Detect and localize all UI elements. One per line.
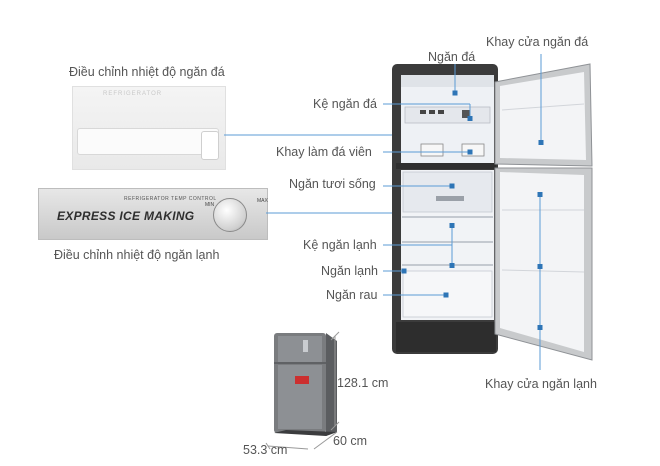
depth-dimension-label: 60 cm <box>333 434 368 448</box>
fridge-door <box>494 167 593 361</box>
fridge-body <box>392 64 498 354</box>
width-dimension-label: 53.3 cm <box>243 443 288 457</box>
fridge-door-tray-label: Khay cửa ngăn lạnh <box>485 377 597 391</box>
control-slider-knob <box>201 131 219 160</box>
freezer-shelf-label: Kệ ngăn đá <box>313 97 377 111</box>
fresh-compartment-label: Ngăn tươi sống <box>289 177 376 191</box>
freezer-label: Ngăn đá <box>428 50 476 64</box>
vegetable-drawer-label: Ngăn rau <box>326 288 378 302</box>
dimension-lines <box>265 331 340 450</box>
height-dimension-label: 128.1 cm <box>337 376 389 390</box>
max-text: MAX <box>257 198 268 204</box>
refrigerator-temp-control-text: REFRIGERATOR TEMP CONTROL <box>124 196 217 202</box>
fridge-temp-control-label: Điều chỉnh nhiệt độ ngăn lạnh <box>54 248 220 262</box>
fridge-compartment-label: Ngăn lạnh <box>321 264 378 278</box>
express-ice-making-text: EXPRESS ICE MAKING <box>57 209 195 223</box>
freezer-door <box>494 63 593 167</box>
small-fridge-image <box>274 333 337 436</box>
ice-tray-label: Khay làm đá viên <box>276 145 372 159</box>
freezer-temp-control-label: Điều chỉnh nhiệt độ ngăn đá <box>69 65 225 79</box>
panel-faded-text: REFRIGERATOR <box>103 91 163 97</box>
temperature-dial-icon <box>213 198 247 232</box>
freezer-control-panel-image: REFRIGERATOR <box>72 86 226 170</box>
control-slot <box>77 128 219 155</box>
fridge-shelf-label: Kệ ngăn lạnh <box>303 238 377 252</box>
min-text: MIN <box>205 202 215 208</box>
freezer-door-tray-label: Khay cửa ngăn đá <box>486 35 589 49</box>
fridge-control-panel-image: REFRIGERATOR TEMP CONTROL EXPRESS ICE MA… <box>38 188 268 240</box>
callout-markers <box>401 90 544 330</box>
leader-lines <box>224 54 542 370</box>
